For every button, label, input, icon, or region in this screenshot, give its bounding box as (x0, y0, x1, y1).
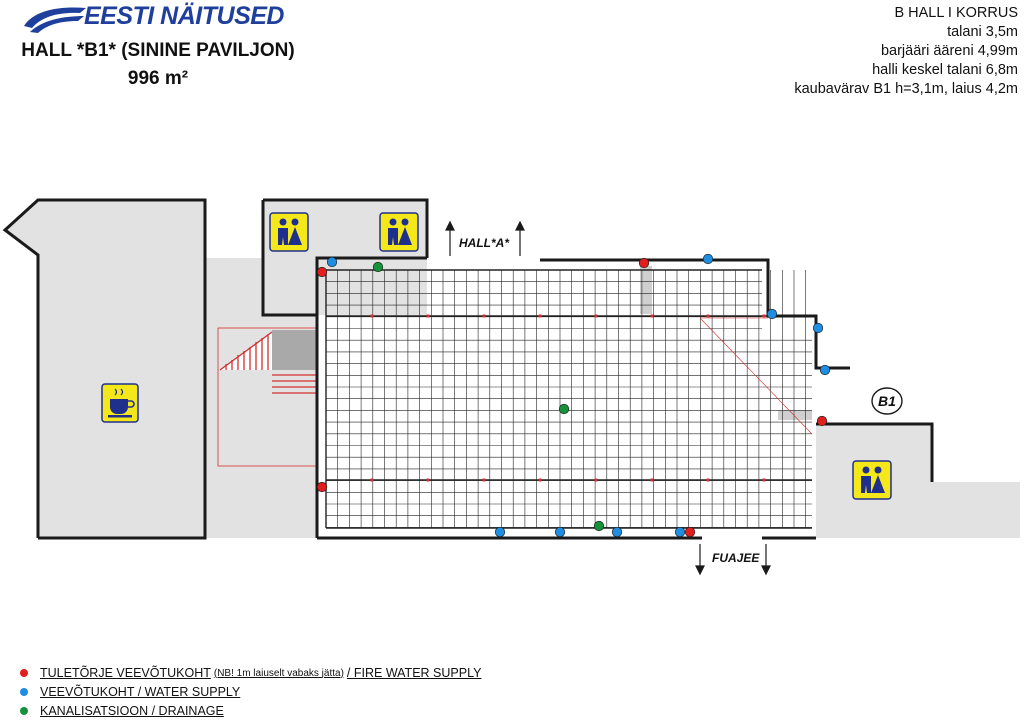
legend-fire-label: TULETÕRJE VEEVÕTUKOHT (40, 666, 211, 680)
hall-title: HALL *B1* (SININE PAVILJON) (21, 40, 295, 61)
hall-area: 996 m² (127, 68, 189, 89)
water-supply-point (554, 526, 566, 538)
b1-annex (932, 482, 1020, 538)
info-line-barrier: barjääri ääreni 4,99m (880, 43, 1018, 59)
b1-gate-badge (871, 387, 903, 415)
legend-drainage-label: KANALISATSIOON / DRAINAGE (40, 704, 224, 718)
logo-swoosh-icon (24, 7, 86, 33)
fire-water-supply-point (684, 526, 696, 538)
water-supply-point (702, 253, 714, 265)
b1-gate-label: B1 (878, 393, 896, 409)
info-line-center: halli keskel talani 6,8m (872, 62, 1018, 78)
info-line-floor: B HALL I KORRUS (894, 5, 1018, 21)
hall-info: B HALL I KORRUS talani 3,5m barjääri äär… (794, 4, 1018, 99)
stairs (217, 327, 319, 467)
cafe-area (5, 200, 205, 538)
water-supply-point (812, 322, 824, 334)
water-supply-dot-icon (20, 688, 28, 696)
wc-icon (269, 212, 309, 252)
utility-points (316, 253, 831, 538)
fire-water-supply-point (316, 266, 328, 278)
water-supply-point (766, 308, 778, 320)
fire-water-supply-point (316, 481, 328, 493)
drainage-point (558, 403, 570, 415)
fire-water-dot-icon (20, 669, 28, 677)
legend-water-label: VEEVÕTUKOHT / WATER SUPPLY (40, 685, 241, 699)
legend-drainage: KANALISATSIOON / DRAINAGE (20, 704, 224, 718)
logo-text: EESTI NÄITUSED (84, 2, 284, 30)
water-supply-point (611, 526, 623, 538)
info-line-gate: kaubavärav B1 h=3,1m, laius 4,2m (794, 81, 1018, 97)
wc-icon (852, 460, 892, 500)
legend-fire-note: (NB! 1m laiuselt vabaks jätta) (213, 667, 344, 679)
water-supply-point (326, 256, 338, 268)
legend-fire-en: / FIRE WATER SUPPLY (346, 666, 482, 680)
wc-icon (379, 212, 419, 252)
info-line-ceiling: talani 3,5m (947, 24, 1018, 40)
legend-fire: TULETÕRJE VEEVÕTUKOHT (NB! 1m laiuselt v… (20, 666, 481, 680)
hall-left-wall (315, 256, 427, 538)
cafe-icon (101, 383, 139, 423)
water-supply-point (494, 526, 506, 538)
fuajee-label: FUAJEE (712, 551, 760, 565)
fuajee-arrows (695, 544, 771, 576)
diagonal-guides (699, 317, 813, 435)
legend-water: VEEVÕTUKOHT / WATER SUPPLY (20, 685, 240, 699)
water-supply-point (674, 526, 686, 538)
hall-a-arrows (445, 220, 525, 256)
wc-top-wall (263, 198, 429, 258)
b1-top-wall (816, 422, 934, 482)
drainage-dot-icon (20, 707, 28, 715)
drainage-point (372, 261, 384, 273)
cafe-walls (2, 198, 207, 540)
hall-a-label: HALL*A* (459, 236, 510, 250)
exhibition-grid (325, 269, 812, 529)
column-strip (640, 266, 652, 314)
fire-water-supply-point (816, 415, 828, 427)
ramp-strip (778, 410, 812, 420)
walls (2, 198, 934, 540)
water-supply-point (819, 364, 831, 376)
wc-left-wall (261, 200, 317, 317)
drainage-point (593, 520, 605, 532)
fire-water-supply-point (638, 257, 650, 269)
